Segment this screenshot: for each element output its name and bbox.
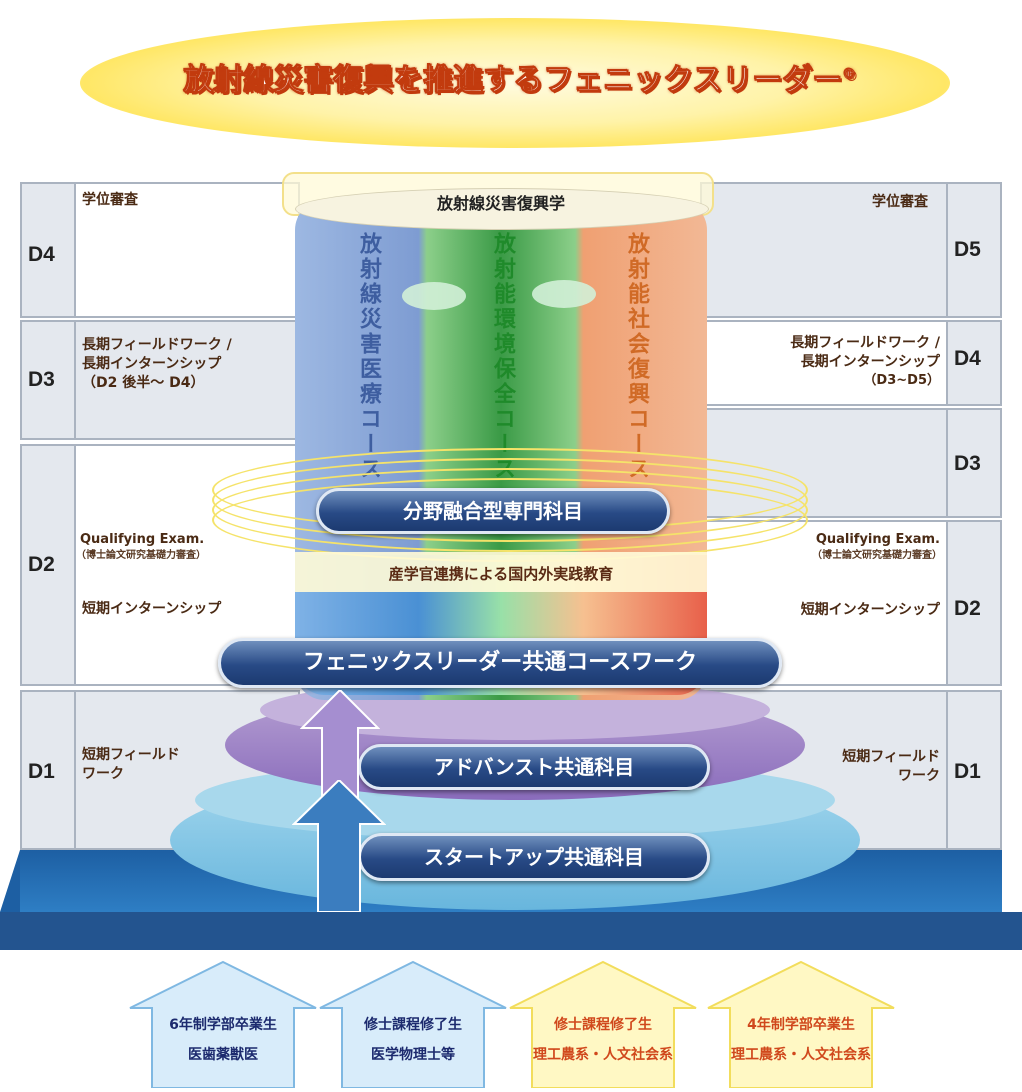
base-platform-left-slant: [0, 850, 20, 912]
left-d4-level: D4: [28, 243, 55, 266]
right-d4-level: D4: [954, 347, 981, 370]
input-label-1: 6年制学部卒業生医歯薬獣医: [169, 1017, 277, 1063]
course-environment: 放射能環境保全コース: [490, 232, 515, 482]
course-society: 放射能社会復興コース: [624, 232, 649, 482]
right-d4-level-cell: [946, 320, 1002, 406]
link-left: [402, 282, 466, 310]
input-label-2: 修士課程修了生医学物理士等: [364, 1017, 462, 1063]
common-coursework-pill: フェニックスリーダー共通コースワーク: [218, 638, 782, 688]
left-d2-qe-sub: （博士論文研究基礎力審査）: [76, 550, 206, 561]
startup-up-arrow-icon: [291, 778, 387, 913]
practice-label: 産学官連携による国内外実践教育: [388, 565, 614, 583]
right-d2-level-cell: [946, 520, 1002, 686]
right-d5-text: 学位審査: [872, 194, 928, 210]
center-top-label: 放射線災害復興学: [436, 194, 565, 213]
left-d3-text: 長期フィールドワーク /長期インターンシップ（D2 後半～ D4）: [82, 337, 232, 391]
left-d4-text: 学位審査: [82, 192, 138, 208]
right-d2-level: D2: [954, 597, 981, 620]
right-d2-qe-sub: （博士論文研究基礎力審査）: [812, 550, 942, 561]
input-label-4: 4年制学部卒業生理工農系・人文社会系: [731, 1017, 871, 1063]
advanced-subjects-pill: アドバンスト共通科目: [358, 744, 710, 790]
left-d3-level-cell: [20, 320, 76, 440]
fusion-subjects-pill: 分野融合型専門科目: [316, 488, 670, 534]
left-d2-qe: Qualifying Exam.: [80, 532, 205, 547]
right-d5-level: D5: [954, 238, 981, 261]
link-right: [532, 280, 596, 308]
page-title: 放射線災害復興を推進するフェニックスリーダー®: [183, 63, 857, 99]
practice-band: [295, 552, 707, 592]
left-d1-level: D1: [28, 760, 55, 783]
left-d2-level: D2: [28, 553, 55, 576]
course-medical: 放射線災害医療コース: [356, 232, 381, 482]
input-label-3: 修士課程修了生理工農系・人文社会系: [533, 1017, 673, 1063]
title-glow: [80, 18, 950, 148]
right-d3-level-cell: [946, 408, 1002, 518]
startup-subjects-pill: スタートアップ共通科目: [358, 833, 710, 881]
right-d1-level-cell: [946, 690, 1002, 850]
right-d5-level-cell: [946, 182, 1002, 318]
left-d2-intern: 短期インターンシップ: [82, 601, 222, 617]
right-d4-text: 長期フィールドワーク /長期インターンシップ（D3~D5）: [790, 335, 940, 388]
left-d2-level-cell: [20, 444, 76, 686]
right-d1-level: D1: [954, 760, 981, 783]
left-d1-text: 短期フィールドワーク: [82, 747, 180, 782]
left-d3-level: D3: [28, 368, 55, 391]
right-d1-text: 短期フィールドワーク: [842, 749, 940, 784]
right-d3-level: D3: [954, 452, 981, 475]
right-d2-qe: Qualifying Exam.: [815, 532, 940, 547]
left-d4-level-cell: [20, 182, 76, 318]
right-d2-intern: 短期インターンシップ: [800, 602, 940, 618]
base-platform-front: [0, 912, 1022, 950]
cylinder-top-ellipse: [295, 188, 709, 230]
left-d1-level-cell: [20, 690, 76, 850]
